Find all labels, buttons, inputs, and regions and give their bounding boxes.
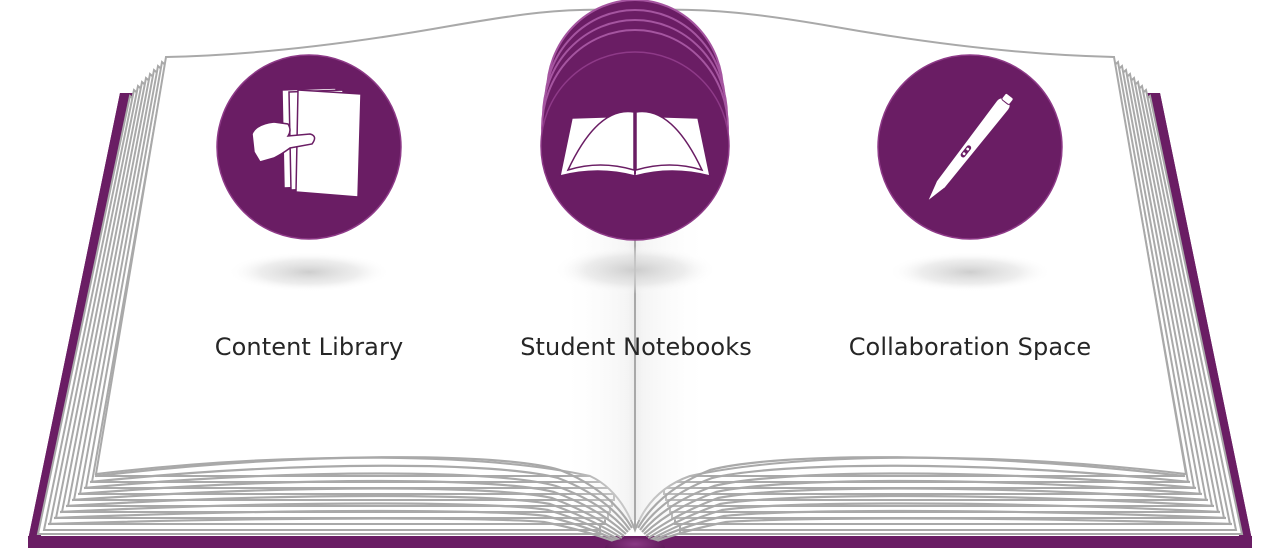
student-notebooks-label: Student Notebooks bbox=[520, 333, 752, 361]
stylus-pen-icon bbox=[877, 54, 1063, 240]
right-page-curves bbox=[637, 456, 1233, 544]
spine-knob bbox=[605, 538, 665, 548]
shadow-student-notebooks bbox=[553, 246, 717, 294]
content-library-button[interactable] bbox=[216, 54, 402, 240]
shadow-collaboration-space bbox=[888, 252, 1052, 292]
papers-in-hand-icon bbox=[216, 54, 402, 240]
content-library-label: Content Library bbox=[214, 333, 404, 361]
left-page-curves bbox=[47, 456, 633, 544]
shadow-content-library bbox=[227, 252, 391, 292]
student-notebooks-button[interactable] bbox=[538, 0, 732, 242]
collaboration-space-label: Collaboration Space bbox=[848, 333, 1092, 361]
collaboration-space-button[interactable] bbox=[877, 54, 1063, 240]
open-book-icon bbox=[540, 0, 730, 241]
